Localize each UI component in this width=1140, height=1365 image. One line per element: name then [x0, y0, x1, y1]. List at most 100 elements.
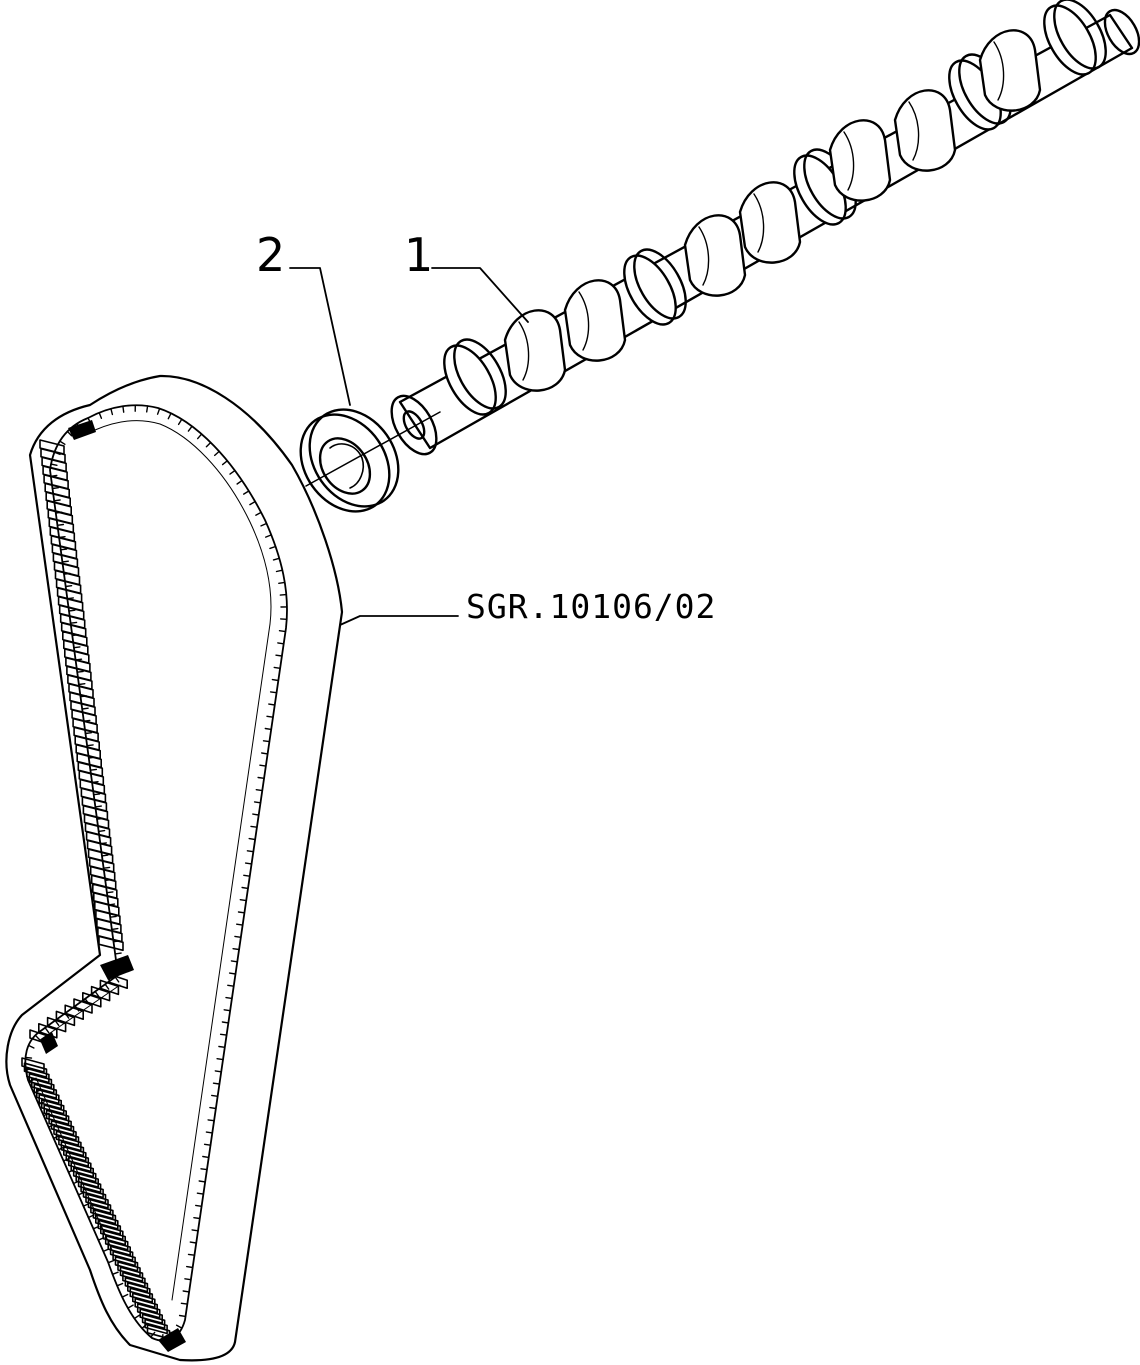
belt-tooth-block	[134, 1297, 158, 1314]
belt-tooth-block	[72, 1167, 97, 1183]
belt-inner-edge	[24, 404, 288, 1342]
camshaft-cam-lobe-highlight	[518, 321, 530, 381]
belt-tooth-block	[75, 1172, 99, 1188]
belt-tooth	[198, 1180, 206, 1183]
camshaft-cam-lobe	[738, 181, 802, 264]
belt-tooth	[262, 740, 271, 743]
belt-tooth	[278, 581, 286, 584]
belt-tooth-block	[33, 1083, 58, 1099]
belt-tooth	[156, 407, 161, 415]
callout-number-1: 1	[404, 228, 434, 282]
belt-tooth-block	[127, 1282, 151, 1298]
leader-lines	[289, 267, 529, 626]
belt-tooth	[266, 715, 274, 718]
belt-tooth	[114, 976, 120, 983]
timing-belt	[5, 374, 344, 1362]
assembly-axis-line	[305, 411, 441, 487]
belt-tooth-block	[90, 985, 111, 1002]
seal-ring-inner	[318, 437, 372, 495]
belt-tooth	[111, 1271, 119, 1276]
drawing-reference-code: SGR.10106/02	[466, 587, 717, 626]
belt-tooth	[239, 899, 247, 902]
belt-tooth	[180, 1302, 189, 1305]
belt-tooth	[59, 440, 66, 445]
camshaft-cam-lobe-highlight	[843, 131, 855, 191]
belt-tooth	[98, 412, 103, 419]
belt-tooth	[182, 1290, 190, 1293]
belt-tooth	[227, 984, 235, 987]
belt-tooth	[86, 744, 94, 747]
belt-tooth-block	[122, 1271, 146, 1288]
belt-tooth	[178, 1314, 187, 1318]
belt-tooth	[24, 1056, 33, 1059]
camshaft-cam-lobe-highlight	[753, 193, 765, 253]
belt-tooth	[216, 1057, 224, 1061]
camshaft-cam-lobe	[503, 309, 567, 392]
belt-tooth	[236, 479, 243, 485]
belt-tooth	[275, 569, 284, 573]
belt-tooth	[121, 1293, 129, 1298]
belt-tooth-block	[45, 1109, 70, 1126]
belt-tooth	[235, 923, 244, 926]
belt-tooth-block	[70, 1161, 94, 1178]
belt-tooth	[187, 1253, 196, 1256]
belt-tooth-block	[50, 1120, 75, 1136]
belt-tooth-block	[31, 1078, 55, 1094]
belt-tooth	[69, 621, 78, 624]
belt-tooth	[210, 1094, 219, 1098]
belt-tooth	[253, 801, 262, 804]
belt-teeth-left	[21, 439, 171, 1340]
belt-tooth-block	[63, 1146, 87, 1162]
belt-tooth-block	[85, 1193, 109, 1209]
belt-tooth	[221, 460, 229, 466]
belt-tooth	[92, 793, 101, 796]
callout-number-2: 2	[256, 228, 286, 282]
belt-tooth-block	[21, 1057, 45, 1073]
belt-tooth-block	[141, 1313, 166, 1330]
belt-tooth-block	[107, 1240, 131, 1256]
belt-tooth	[255, 511, 262, 516]
belt-tooth	[101, 854, 109, 857]
belt-tooth-block	[53, 1125, 77, 1141]
seal-ring-outer	[299, 413, 391, 513]
belt-tooth	[189, 1241, 197, 1244]
belt-tooth	[241, 886, 249, 890]
belt-tooth	[106, 891, 114, 894]
camshaft	[390, 0, 1140, 456]
belt-tooth	[44, 1026, 50, 1034]
belt-tooth-block	[102, 1229, 126, 1246]
camshaft-front-face	[390, 394, 438, 456]
belt-tooth	[260, 522, 268, 527]
camshaft-lobes	[443, 0, 1107, 416]
belt-tooth	[212, 1082, 221, 1085]
camshaft-cam-lobe-highlight	[698, 226, 710, 286]
belt-tooth-block	[139, 1308, 163, 1324]
belt-tooth	[261, 752, 269, 755]
belt-tooth	[230, 960, 239, 963]
belt-tooth	[111, 927, 119, 931]
camshaft-rear-end	[1103, 8, 1140, 56]
belt-tooth	[249, 500, 256, 506]
belt-tooth-block	[28, 1072, 53, 1089]
camshaft-journal	[443, 344, 497, 416]
belt-tooth-block	[97, 1219, 122, 1235]
belt-tooth	[275, 654, 283, 657]
belt-corner-accent-bottom	[158, 1328, 186, 1352]
belt-tooth	[127, 1304, 134, 1309]
belt-tooth	[271, 678, 279, 682]
belt-tooth	[64, 585, 73, 588]
belt-tooth	[209, 1106, 217, 1110]
belt-tooth	[232, 948, 240, 951]
belt-tooth	[116, 1282, 124, 1287]
belt-tooth	[34, 1034, 41, 1041]
belt-tooth-block	[100, 1224, 124, 1241]
belt-tooth	[61, 560, 70, 563]
belt-tooth	[177, 418, 183, 426]
camshaft-journal-edge	[1053, 0, 1107, 70]
belt-tooth	[110, 408, 114, 416]
belt-tooth	[257, 776, 265, 779]
belt-tooth	[145, 405, 149, 413]
belt-tooth	[200, 1168, 208, 1171]
belt-tooth	[193, 1216, 201, 1220]
belt-corner-accent-kink	[100, 955, 134, 980]
